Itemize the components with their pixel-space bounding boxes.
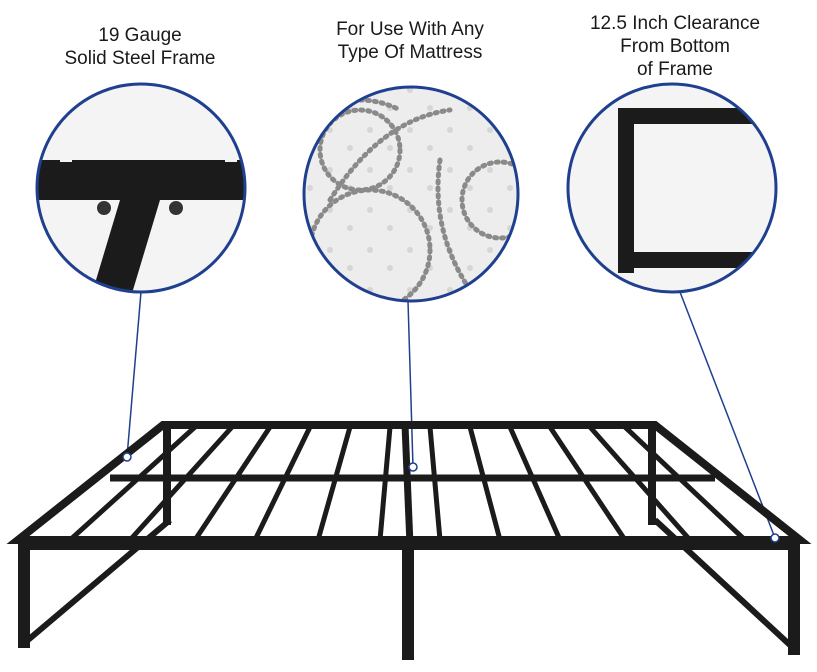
- callout-lines: [126, 291, 776, 539]
- label-line: Type Of Mattress: [337, 42, 483, 63]
- label-line: 12.5 Inch Clearance: [589, 13, 761, 34]
- steel-frame-detail-circle: [35, 82, 247, 294]
- callout-dots: [122, 452, 780, 543]
- callout-label-mattress: For Use With Any Type Of Mattress: [300, 18, 520, 64]
- label-line: For Use With Any: [336, 19, 484, 40]
- label-line: 19 Gauge: [98, 25, 182, 46]
- callout-label-clearance: 12.5 Inch Clearance From Bottom of Frame: [560, 12, 790, 81]
- bed-frame: [6, 421, 812, 660]
- label-line: of Frame: [636, 59, 714, 80]
- mattress-detail-circle: [302, 85, 520, 303]
- callout-label-steel-frame: 19 Gauge Solid Steel Frame: [40, 24, 240, 70]
- label-line: From Bottom: [620, 36, 730, 57]
- clearance-detail-circle: [566, 82, 778, 294]
- label-line: Solid Steel Frame: [64, 48, 216, 69]
